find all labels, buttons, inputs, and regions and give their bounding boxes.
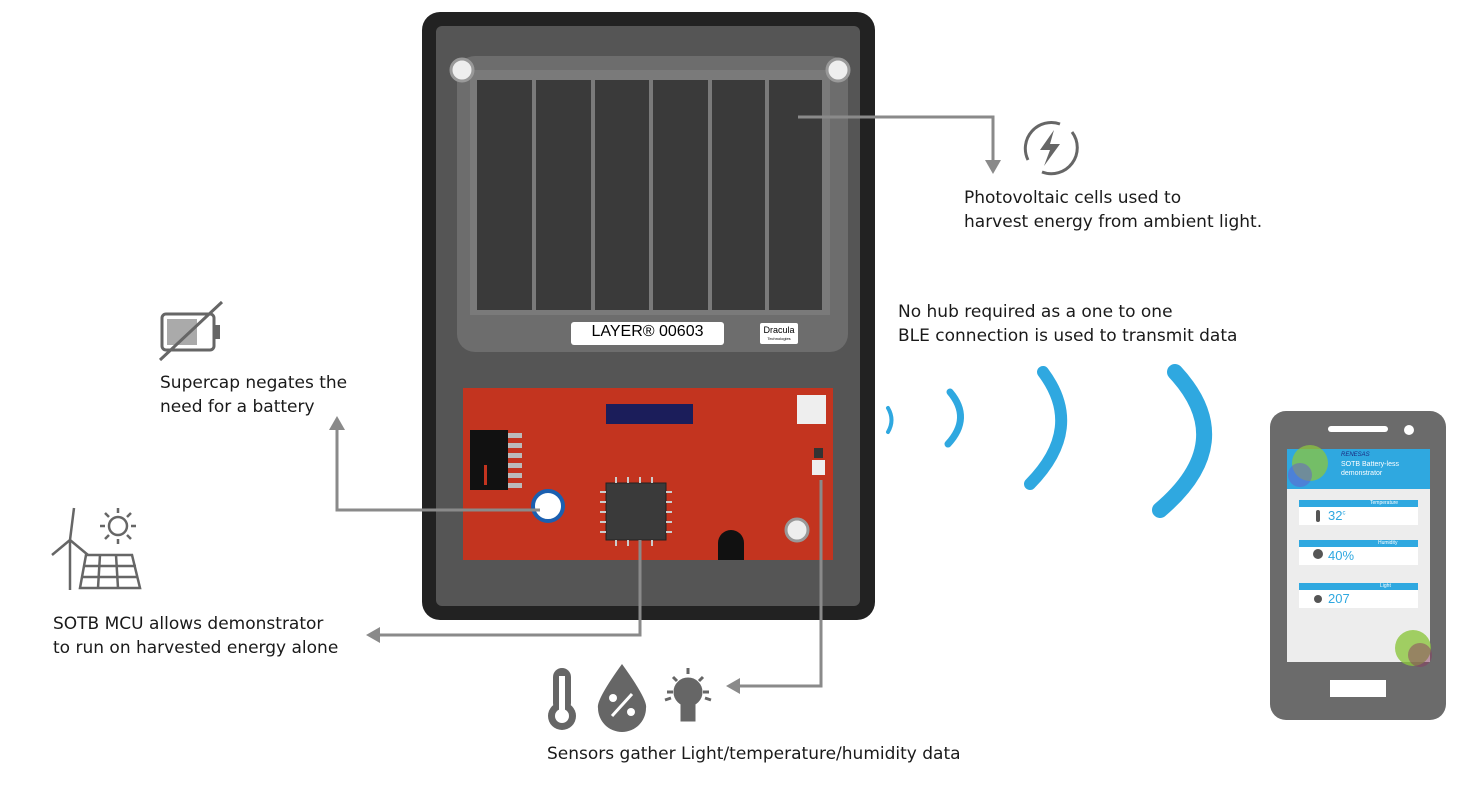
no-battery-icon [158,300,224,362]
home-button [1330,680,1386,697]
solar-cells [477,80,822,310]
display-strip [606,404,693,424]
phone-brand: RENESAS [1341,452,1370,458]
brand-plate [760,323,798,344]
supercap [531,489,565,523]
connector [470,430,508,490]
card-value-light: 207 [1328,591,1350,606]
card-label-light: Light [1380,583,1391,589]
callout-arrows [335,115,995,688]
humidity-drop-icon [597,664,647,732]
card-value-humidity: 40% [1328,548,1355,563]
energy-harvest-icon [1023,121,1079,176]
thermometer-icon [548,668,576,730]
device-label-plate [571,322,724,345]
screw [449,57,475,83]
card-value-temperature: 32c [1328,508,1346,523]
brand-subline: Technologies [767,336,791,341]
light-bulb-icon [664,668,712,722]
card-label-humidity: Humidity [1378,540,1398,546]
card-label-temperature: Temperature [1370,500,1399,506]
phone [1270,411,1446,720]
ble-signal-waves [886,364,1213,518]
mcu-chip [605,482,667,541]
brand-name: Dracula [763,325,795,335]
device-label: LAYER® 00603 [591,323,704,340]
sensors-callout: Sensors gather Light/temperature/humidit… [547,744,961,764]
pcb-board [463,388,833,560]
wind-solar-icon [51,507,142,590]
screw [825,57,851,83]
